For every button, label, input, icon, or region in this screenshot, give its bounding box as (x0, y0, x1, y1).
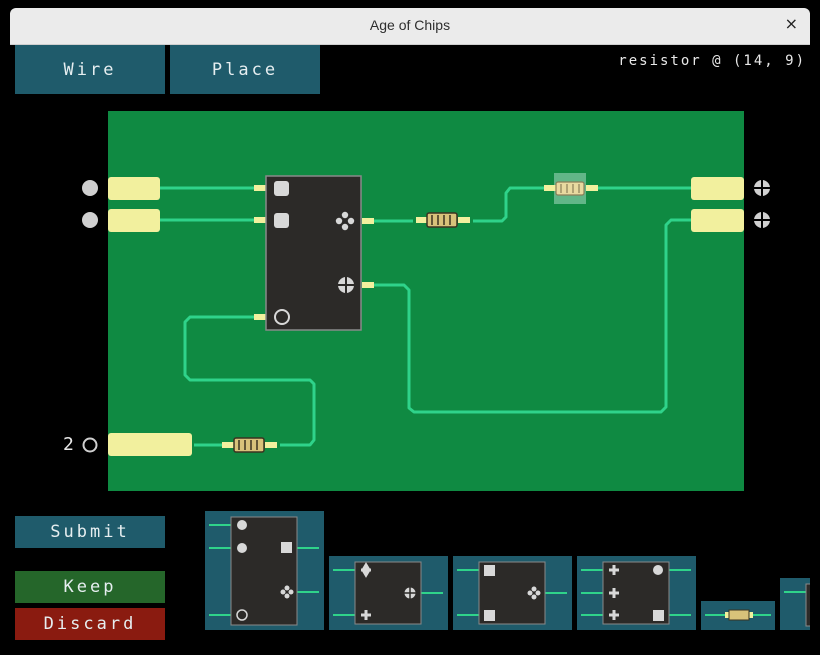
traces (160, 186, 691, 447)
close-icon[interactable]: × (784, 14, 798, 33)
resistor-2[interactable] (222, 437, 277, 453)
input-markers (82, 180, 98, 228)
trace (371, 218, 691, 414)
cross-circle-output-icon (754, 212, 770, 228)
pin (254, 217, 266, 223)
input-count-label: 2 (63, 434, 74, 455)
square-pin-icon (274, 181, 289, 196)
wire-button[interactable]: Wire (15, 45, 165, 94)
pin (362, 282, 374, 288)
trace (183, 315, 316, 447)
circle-input-icon (82, 180, 98, 196)
palette-item-chip-medium-a[interactable] (329, 556, 448, 630)
palette-item-chip-medium-b[interactable] (453, 556, 572, 630)
output-pad-1 (691, 177, 744, 200)
pin (254, 185, 266, 191)
input-pad-3 (108, 433, 192, 456)
resistor-1[interactable] (416, 212, 470, 228)
cross-circle-output-icon (754, 180, 770, 196)
output-markers (754, 180, 770, 228)
palette-item-chip-large[interactable] (205, 511, 324, 630)
window-title: Age of Chips (369, 17, 451, 33)
ring-input-icon (82, 437, 98, 453)
input-pad-2 (108, 209, 160, 232)
resistor-ghost[interactable] (544, 173, 598, 204)
palette-item-chip-medium-c[interactable] (577, 556, 696, 630)
board-canvas[interactable] (108, 111, 744, 491)
palette-item-resistor[interactable] (701, 601, 775, 630)
pin (362, 218, 374, 224)
ring-pin-icon (274, 309, 290, 325)
palette-item-more[interactable] (780, 578, 817, 630)
keep-button[interactable]: Keep (15, 571, 165, 603)
cross-circle-pin-icon (338, 277, 354, 293)
submit-button[interactable]: Submit (15, 516, 165, 548)
place-button[interactable]: Place (170, 45, 320, 94)
trace (473, 186, 548, 223)
pin (254, 314, 266, 320)
circle-input-icon (82, 212, 98, 228)
discard-button[interactable]: Discard (15, 608, 165, 640)
title-bar: Age of Chips × (10, 8, 810, 45)
output-pad-2 (691, 209, 744, 232)
status-text: resistor @ (14, 9) (618, 53, 806, 69)
input-pad-1 (108, 177, 160, 200)
circuit-board[interactable] (108, 111, 744, 491)
chip-large-preview (209, 516, 319, 626)
clover-pin-icon (335, 211, 355, 231)
chip-main[interactable] (265, 175, 362, 331)
pin-stubs (254, 185, 374, 320)
square-pin-icon (274, 213, 289, 228)
